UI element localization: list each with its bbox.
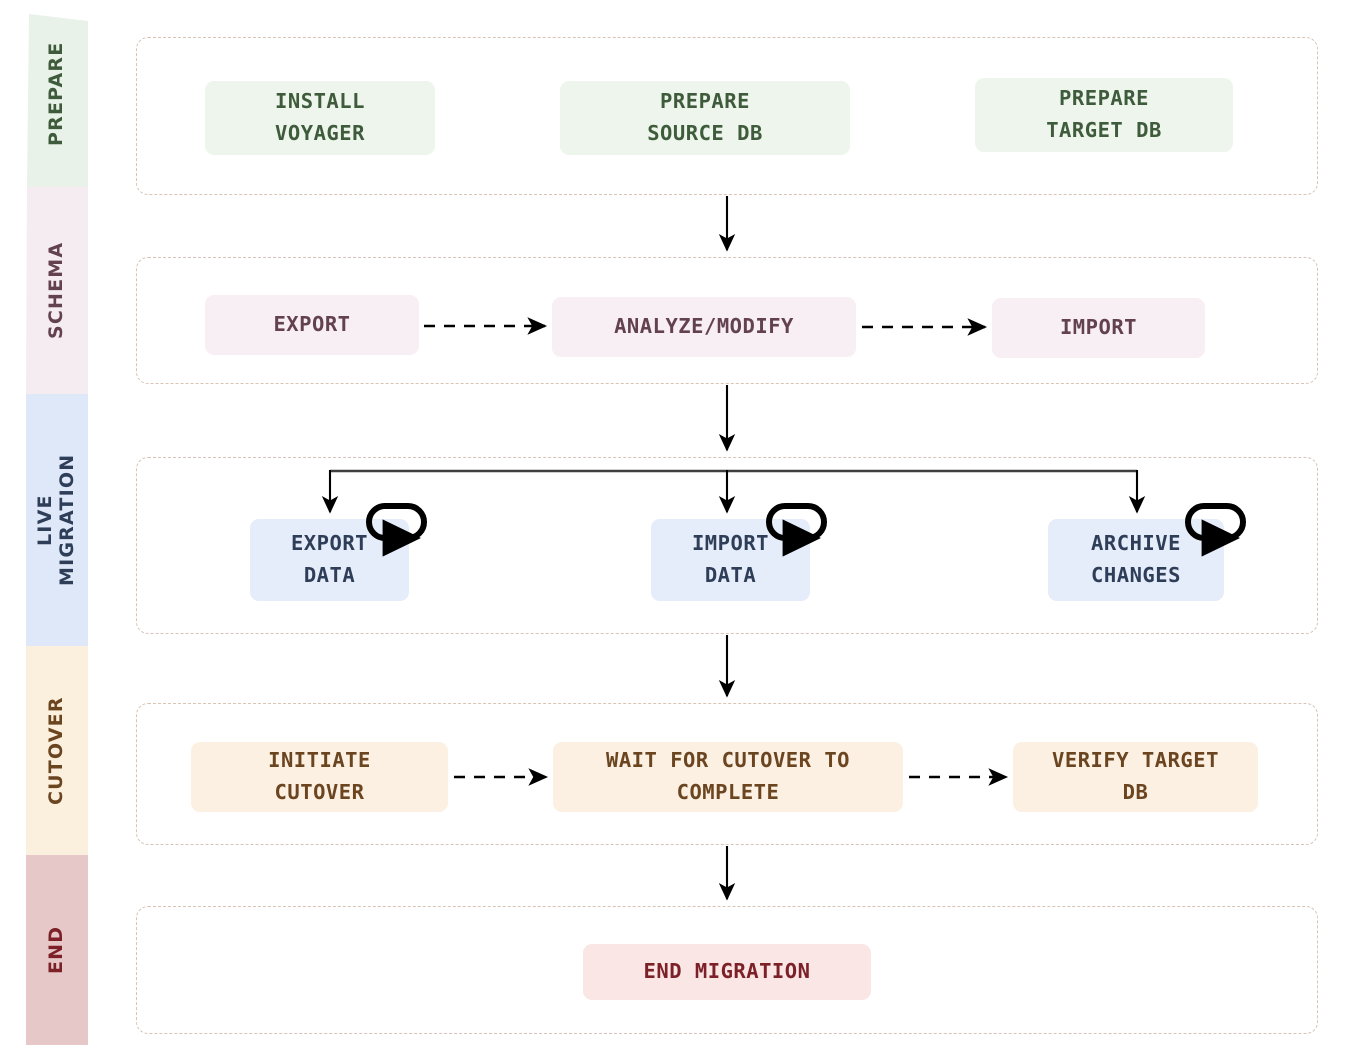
phase-band-schema-label: SCHEMA <box>45 241 68 340</box>
node-export-data[interactable]: EXPORT DATA <box>250 519 409 601</box>
node-wait-for-cutover-label: WAIT FOR CUTOVER TO COMPLETE <box>606 748 850 804</box>
node-import[interactable]: IMPORT <box>992 298 1205 358</box>
phase-container-end <box>136 906 1318 1034</box>
phase-container-prepare <box>136 37 1318 195</box>
node-export[interactable]: EXPORT <box>205 295 419 355</box>
phase-band-cutover-label: CUTOVER <box>45 696 68 805</box>
node-initiate-cutover[interactable]: INITIATE CUTOVER <box>191 742 448 812</box>
phase-band-end-label: END <box>45 925 68 975</box>
phase-band-live-migration-shape <box>26 394 88 646</box>
phase-band-cutover: CUTOVER <box>0 646 120 855</box>
node-archive-changes[interactable]: ARCHIVE CHANGES <box>1048 519 1224 601</box>
node-end-migration-label: END MIGRATION <box>643 959 811 984</box>
node-prepare-target-db[interactable]: PREPARE TARGET DB <box>975 78 1233 152</box>
phase-band-live-migration: LIVE MIGRATION <box>0 394 120 646</box>
phase-sidebar: PREPARE SCHEMA LIVE MIGRATION CUTOVER <box>0 0 120 1064</box>
phase-band-schema-shape <box>26 187 88 394</box>
node-export-label: EXPORT <box>273 312 351 337</box>
phase-band-end: END <box>0 855 120 1045</box>
phase-band-end-shape <box>26 855 88 1045</box>
phase-container-schema <box>136 257 1318 384</box>
node-import-label: IMPORT <box>1059 315 1138 340</box>
node-archive-changes-label: ARCHIVE CHANGES <box>1091 531 1181 587</box>
node-install-voyager-label: INSTALL VOYAGER <box>275 89 365 145</box>
node-prepare-source-db[interactable]: PREPARE SOURCE DB <box>560 81 850 155</box>
phase-container-live-migration <box>136 457 1318 634</box>
phase-band-prepare: PREPARE <box>0 0 120 187</box>
node-end-migration[interactable]: END MIGRATION <box>583 944 871 1000</box>
node-verify-target-db[interactable]: VERIFY TARGET DB <box>1013 742 1258 812</box>
phase-band-prepare-label: PREPARE <box>45 41 68 146</box>
node-initiate-cutover-label: INITIATE CUTOVER <box>268 748 371 804</box>
node-analyze-modify[interactable]: ANALYZE/MODIFY <box>552 297 856 357</box>
phase-band-prepare-shape <box>27 14 88 187</box>
node-wait-for-cutover[interactable]: WAIT FOR CUTOVER TO COMPLETE <box>553 742 903 812</box>
node-prepare-source-db-label: PREPARE SOURCE DB <box>647 89 763 145</box>
phase-band-schema: SCHEMA <box>0 187 120 394</box>
node-import-data-label: IMPORT DATA <box>691 531 770 587</box>
phase-container-cutover <box>136 703 1318 845</box>
phase-band-cutover-shape <box>26 646 88 855</box>
node-install-voyager[interactable]: INSTALL VOYAGER <box>205 81 435 155</box>
node-analyze-modify-label: ANALYZE/MODIFY <box>614 314 794 339</box>
node-prepare-target-db-label: PREPARE TARGET DB <box>1046 86 1162 142</box>
phase-band-live-migration-label: LIVE MIGRATION <box>34 453 78 587</box>
node-verify-target-db-label: VERIFY TARGET DB <box>1052 748 1219 804</box>
node-import-data[interactable]: IMPORT DATA <box>651 519 810 601</box>
node-export-data-label: EXPORT DATA <box>290 531 369 587</box>
